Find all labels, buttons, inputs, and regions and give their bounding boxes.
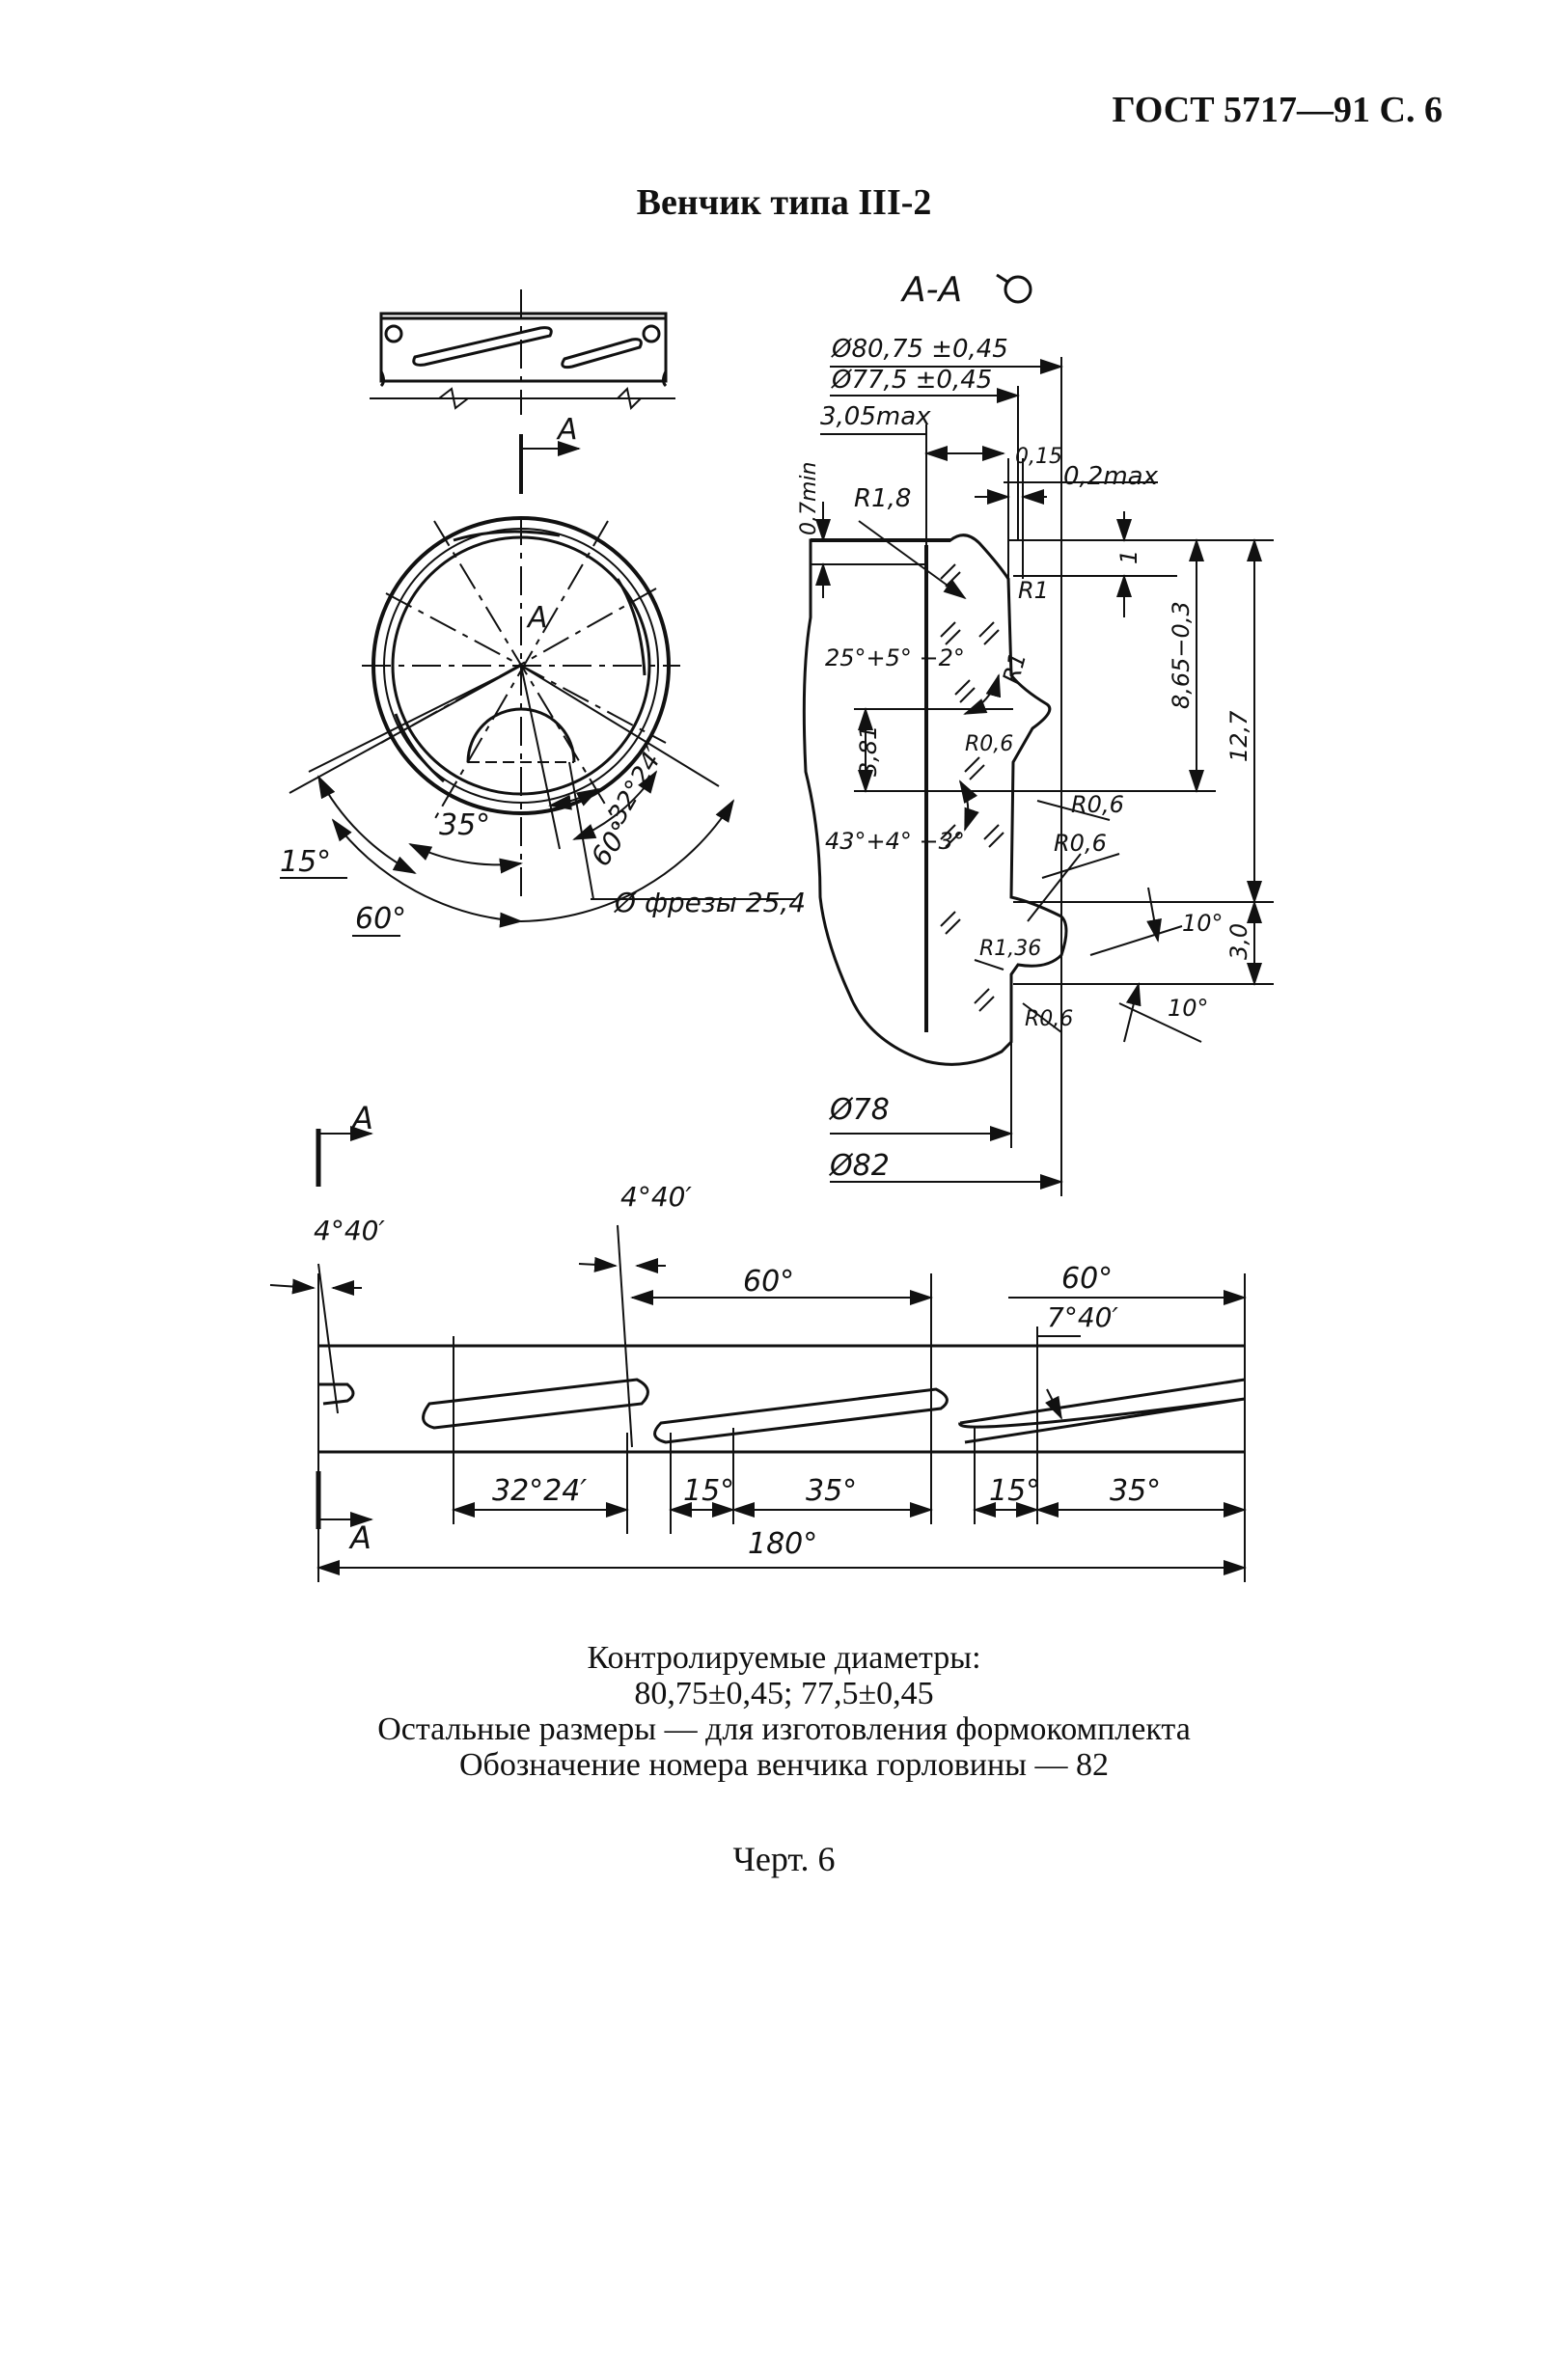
dev-angle-35-a: 35°: [806, 1474, 857, 1508]
dim-d4: Ø82: [828, 1149, 890, 1183]
dim-h1: 3,81: [855, 725, 882, 777]
radius-r0-6-a: R0,6: [965, 732, 1013, 756]
dim-h4: 12,7: [1225, 710, 1252, 762]
angle-25: 25°+5° −2°: [825, 644, 965, 671]
dim-t1: 3,05max: [820, 402, 931, 431]
dim-h5: 3,0: [1225, 923, 1252, 960]
angle-10-a: 10°: [1182, 910, 1224, 937]
drawing-notes: Контролируемые диаметры: 80,75±0,45; 77,…: [0, 1640, 1568, 1783]
radius-r1-b: R1: [998, 649, 1032, 686]
drawing-title: Венчик типа III-2: [636, 182, 932, 223]
angle-43: 43°+4° −3°: [825, 828, 965, 855]
circle-angle-60: 60°: [355, 902, 406, 936]
radius-r0-6-c: R0,6: [1054, 830, 1107, 857]
section-label: А-А: [900, 270, 962, 310]
dim-d3: Ø78: [828, 1093, 890, 1127]
dev-label-a-bottom: А: [348, 1519, 371, 1556]
dim-t2: 0,15: [1015, 445, 1062, 469]
dim-h3: 8,65−0,3: [1168, 601, 1195, 709]
plan-view-circle: [280, 516, 796, 937]
dim-h2: 1: [1115, 550, 1142, 564]
radius-r1-36: R1,36: [979, 937, 1041, 961]
radius-r1-a: R1: [1018, 577, 1049, 604]
note-line: Обозначение номера венчика горловины — 8…: [458, 1747, 1110, 1783]
note-line: 80,75±0,45; 77,5±0,45: [634, 1676, 934, 1711]
dev-angle-180: 180°: [748, 1527, 817, 1561]
figure-caption: Черт. 6: [732, 1840, 836, 1878]
section-profile: [802, 357, 1274, 1196]
dev-angle-60-a: 60°: [743, 1265, 794, 1299]
dev-angle-4-40-mid: 4°40′: [620, 1181, 692, 1213]
top-view-label: А: [556, 413, 578, 447]
dev-label-a-top: А: [350, 1100, 373, 1136]
note-line: Остальные размеры — для изготовления фор…: [377, 1711, 1191, 1747]
dev-angle-35-b: 35°: [1110, 1474, 1161, 1508]
radius-r0-6-d: R0,6: [1025, 1007, 1073, 1031]
page-header: ГОСТ 5717—91 С. 6: [1112, 90, 1443, 130]
dev-angle-7-40: 7°40′: [1047, 1301, 1118, 1333]
circle-label-a: А: [526, 601, 548, 635]
angle-10-b: 10°: [1168, 995, 1209, 1022]
dim-t3: 0,2max: [1063, 462, 1159, 491]
rotation-symbol: [996, 273, 1032, 304]
radius-r0-6-b: R0,6: [1071, 791, 1124, 818]
dev-angle-15-b: 15°: [989, 1474, 1040, 1508]
dev-angle-4-40-left: 4°40′: [314, 1215, 385, 1246]
dev-angle-60-b: 60°: [1061, 1262, 1113, 1296]
dev-angle-15-a: 15°: [683, 1474, 734, 1508]
dim-d2: Ø77,5 ±0,45: [831, 366, 992, 395]
note-line: Контролируемые диаметры:: [587, 1640, 981, 1676]
side-view: [370, 289, 675, 415]
section-mark-top: [519, 434, 581, 494]
circle-angle-15: 15°: [280, 845, 331, 879]
mill-diameter-label: Ø фрезы 25,4: [614, 887, 806, 918]
circle-angle-35: 35°: [439, 808, 490, 842]
development-view: [269, 1224, 1247, 1582]
dim-d1: Ø80,75 ±0,45: [831, 335, 1008, 364]
radius-r1-8: R1,8: [854, 484, 911, 513]
dim-t4: 0,7min: [797, 462, 821, 535]
dev-angle-32-24: 32°24′: [492, 1474, 587, 1508]
